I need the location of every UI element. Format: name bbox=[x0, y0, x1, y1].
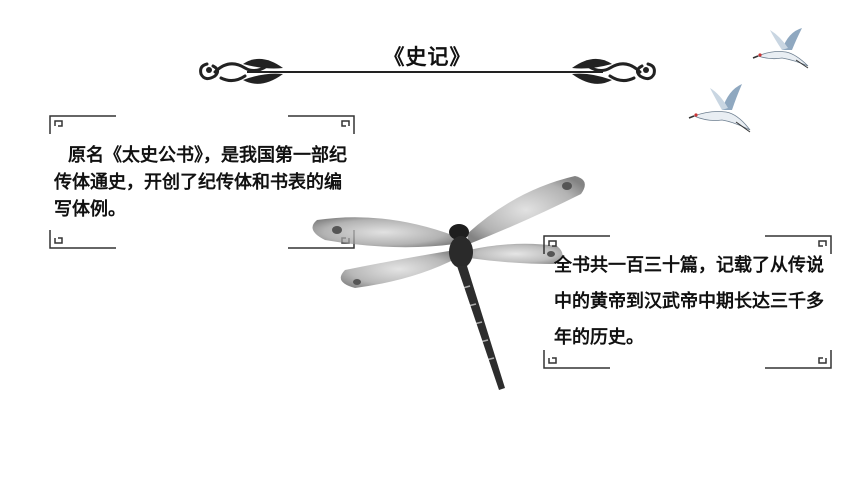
crane-icon bbox=[752, 28, 809, 69]
title-bar: 《史记》 bbox=[195, 38, 660, 88]
content-text-box: 全书共一百三十篇，记载了从传说中的黄帝到汉武帝中期长达三千多年的历史。 bbox=[540, 232, 835, 372]
content-paragraph: 全书共一百三十篇，记载了从传说中的黄帝到汉武帝中期长达三千多年的历史。 bbox=[554, 255, 824, 348]
intro-paragraph: 原名《太史公书》，是我国第一部纪传体通史，开创了纪传体和书表的编写体例。 bbox=[54, 145, 347, 220]
title-scroll-ornament bbox=[199, 58, 656, 84]
crane-icon bbox=[688, 84, 751, 133]
dragonfly-illustration bbox=[312, 176, 585, 390]
page-title: 《史记》 bbox=[383, 45, 472, 69]
corner-frame-ornament bbox=[543, 235, 832, 369]
